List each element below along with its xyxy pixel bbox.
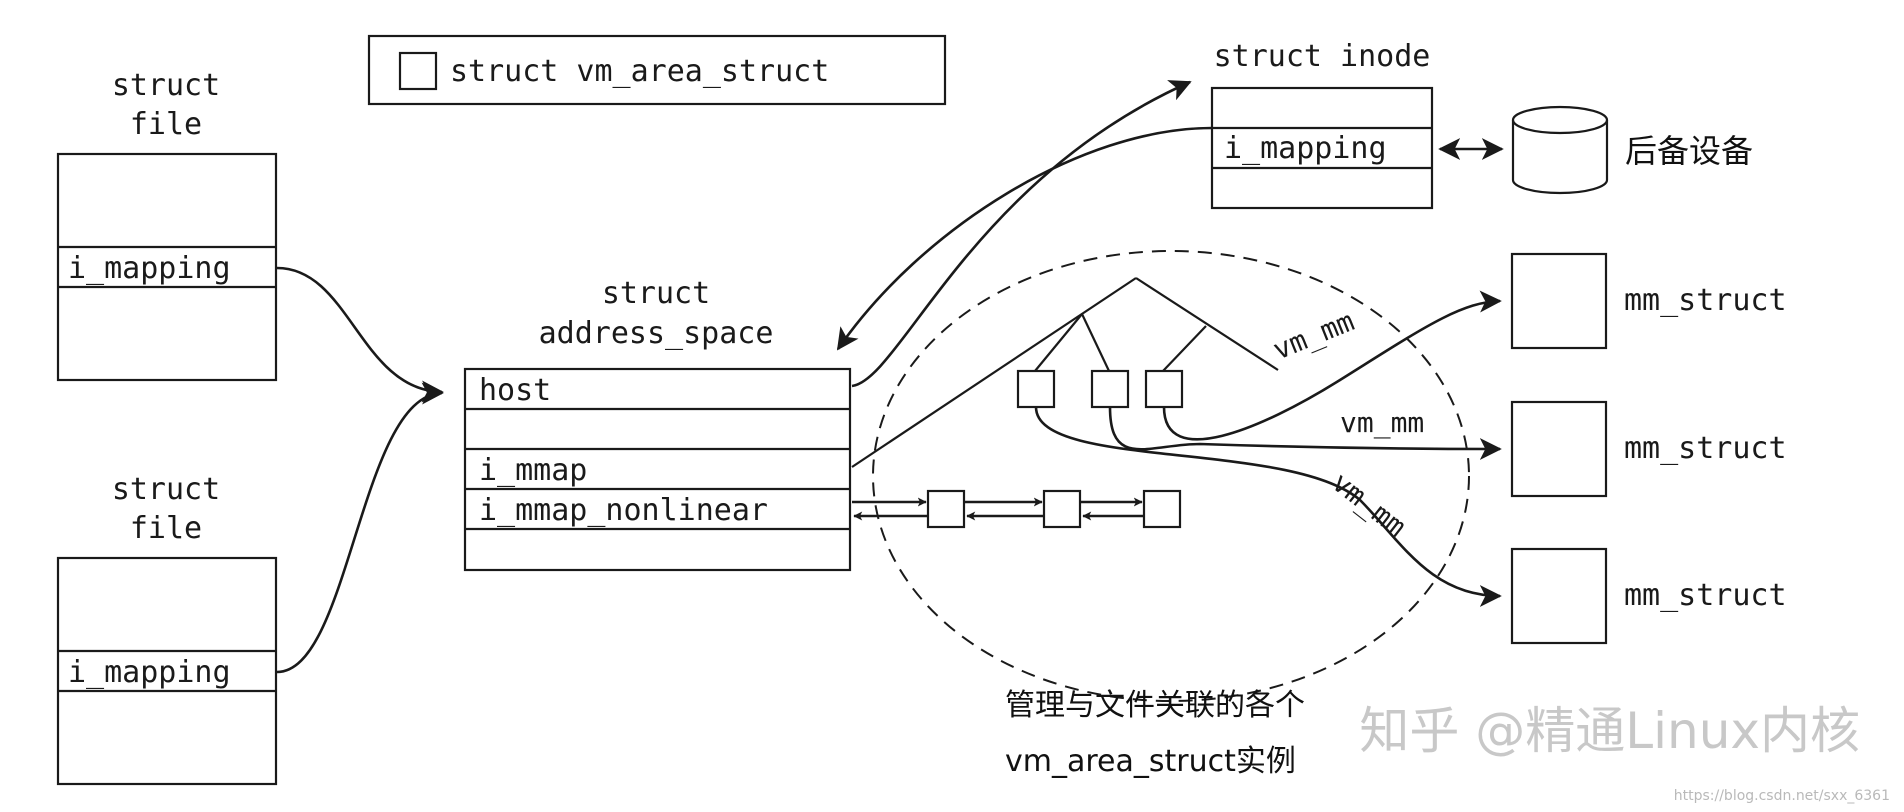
vma-list-node-1	[926, 489, 966, 529]
file-bottom-i-mapping: i_mapping	[68, 655, 231, 690]
host-to-inode	[851, 80, 1192, 388]
vma-list-node-3	[1142, 489, 1182, 529]
nonlinear-list	[852, 489, 1182, 529]
inode-box	[1210, 86, 1434, 210]
struct-address-space: struct address_space host i_mmap i_mmap_…	[463, 276, 852, 572]
vma-list-node-2	[1042, 489, 1082, 529]
mm-structs: mm_struct mm_struct mm_struct	[1510, 252, 1787, 645]
struct-file-bottom: struct file i_mapping	[56, 472, 278, 786]
field-i-mmap: i_mmap	[479, 453, 587, 488]
backing-device-label: 后备设备	[1625, 132, 1753, 170]
file-bottom-box	[56, 556, 278, 786]
vm-mm-link-1	[1162, 290, 1502, 441]
caption-line1: 管理与文件关联的各个	[1005, 688, 1305, 723]
mm-struct-label-1: mm_struct	[1624, 283, 1787, 318]
file-top-box	[56, 152, 278, 382]
field-host: host	[479, 373, 551, 408]
field-i-mmap-nonlinear: i_mmap_nonlinear	[479, 493, 768, 528]
file-top-to-address-space	[276, 266, 444, 403]
file-top-i-mapping: i_mapping	[68, 251, 231, 286]
legend-frame	[367, 34, 947, 106]
mm-struct-label-2: mm_struct	[1624, 431, 1787, 466]
mm-struct-label-3: mm_struct	[1624, 578, 1787, 613]
address-space-title-line1: struct	[602, 276, 710, 311]
vma-group-ellipse	[872, 250, 1470, 702]
vm-mm-label-3: vm_mm	[1325, 466, 1412, 545]
inode-to-address-space	[836, 126, 1213, 351]
caption-line2: vm_area_struct实例	[1005, 744, 1296, 779]
legend-label: struct vm_area_struct	[450, 54, 829, 89]
struct-inode: struct inode i_mapping	[1210, 39, 1434, 210]
struct-file-top: struct file i_mapping	[56, 68, 278, 382]
mm-struct-box-1	[1510, 252, 1608, 350]
legend: struct vm_area_struct	[367, 34, 947, 106]
vma-tree-node-3	[1144, 369, 1184, 409]
mm-struct-box-2	[1510, 400, 1608, 498]
vm-mm-label-1: vm_mm	[1268, 304, 1359, 367]
mm-struct-box-3	[1510, 547, 1608, 645]
file-top-title-line2: file	[130, 107, 202, 142]
address-space-title-line2: address_space	[539, 316, 774, 351]
vm-mm-link-2	[1108, 406, 1502, 460]
address-space-box	[463, 367, 852, 572]
vm-mm-link-3	[1034, 406, 1502, 607]
file-bottom-title-line1: struct	[112, 472, 220, 507]
vm-mm-label-2: vm_mm	[1340, 406, 1424, 440]
inode-i-mapping: i_mapping	[1224, 131, 1387, 166]
watermark-text: 知乎 @精通Linux内核	[1359, 702, 1860, 760]
vma-tree-node-1	[1016, 369, 1056, 409]
legend-vma-symbol	[398, 51, 438, 91]
disk-cylinder-top	[1511, 105, 1609, 135]
inode-title: struct inode	[1214, 39, 1431, 74]
file-bottom-title-line2: file	[130, 511, 202, 546]
file-top-title-line1: struct	[112, 68, 220, 103]
watermark-url: https://blog.csdn.net/sxx_6361	[1674, 788, 1890, 804]
vma-tree-node-2	[1090, 369, 1130, 409]
file-bottom-to-address-space	[276, 382, 444, 674]
backing-device: 后备设备	[1511, 105, 1753, 195]
disk-cylinder-body	[1511, 120, 1609, 195]
